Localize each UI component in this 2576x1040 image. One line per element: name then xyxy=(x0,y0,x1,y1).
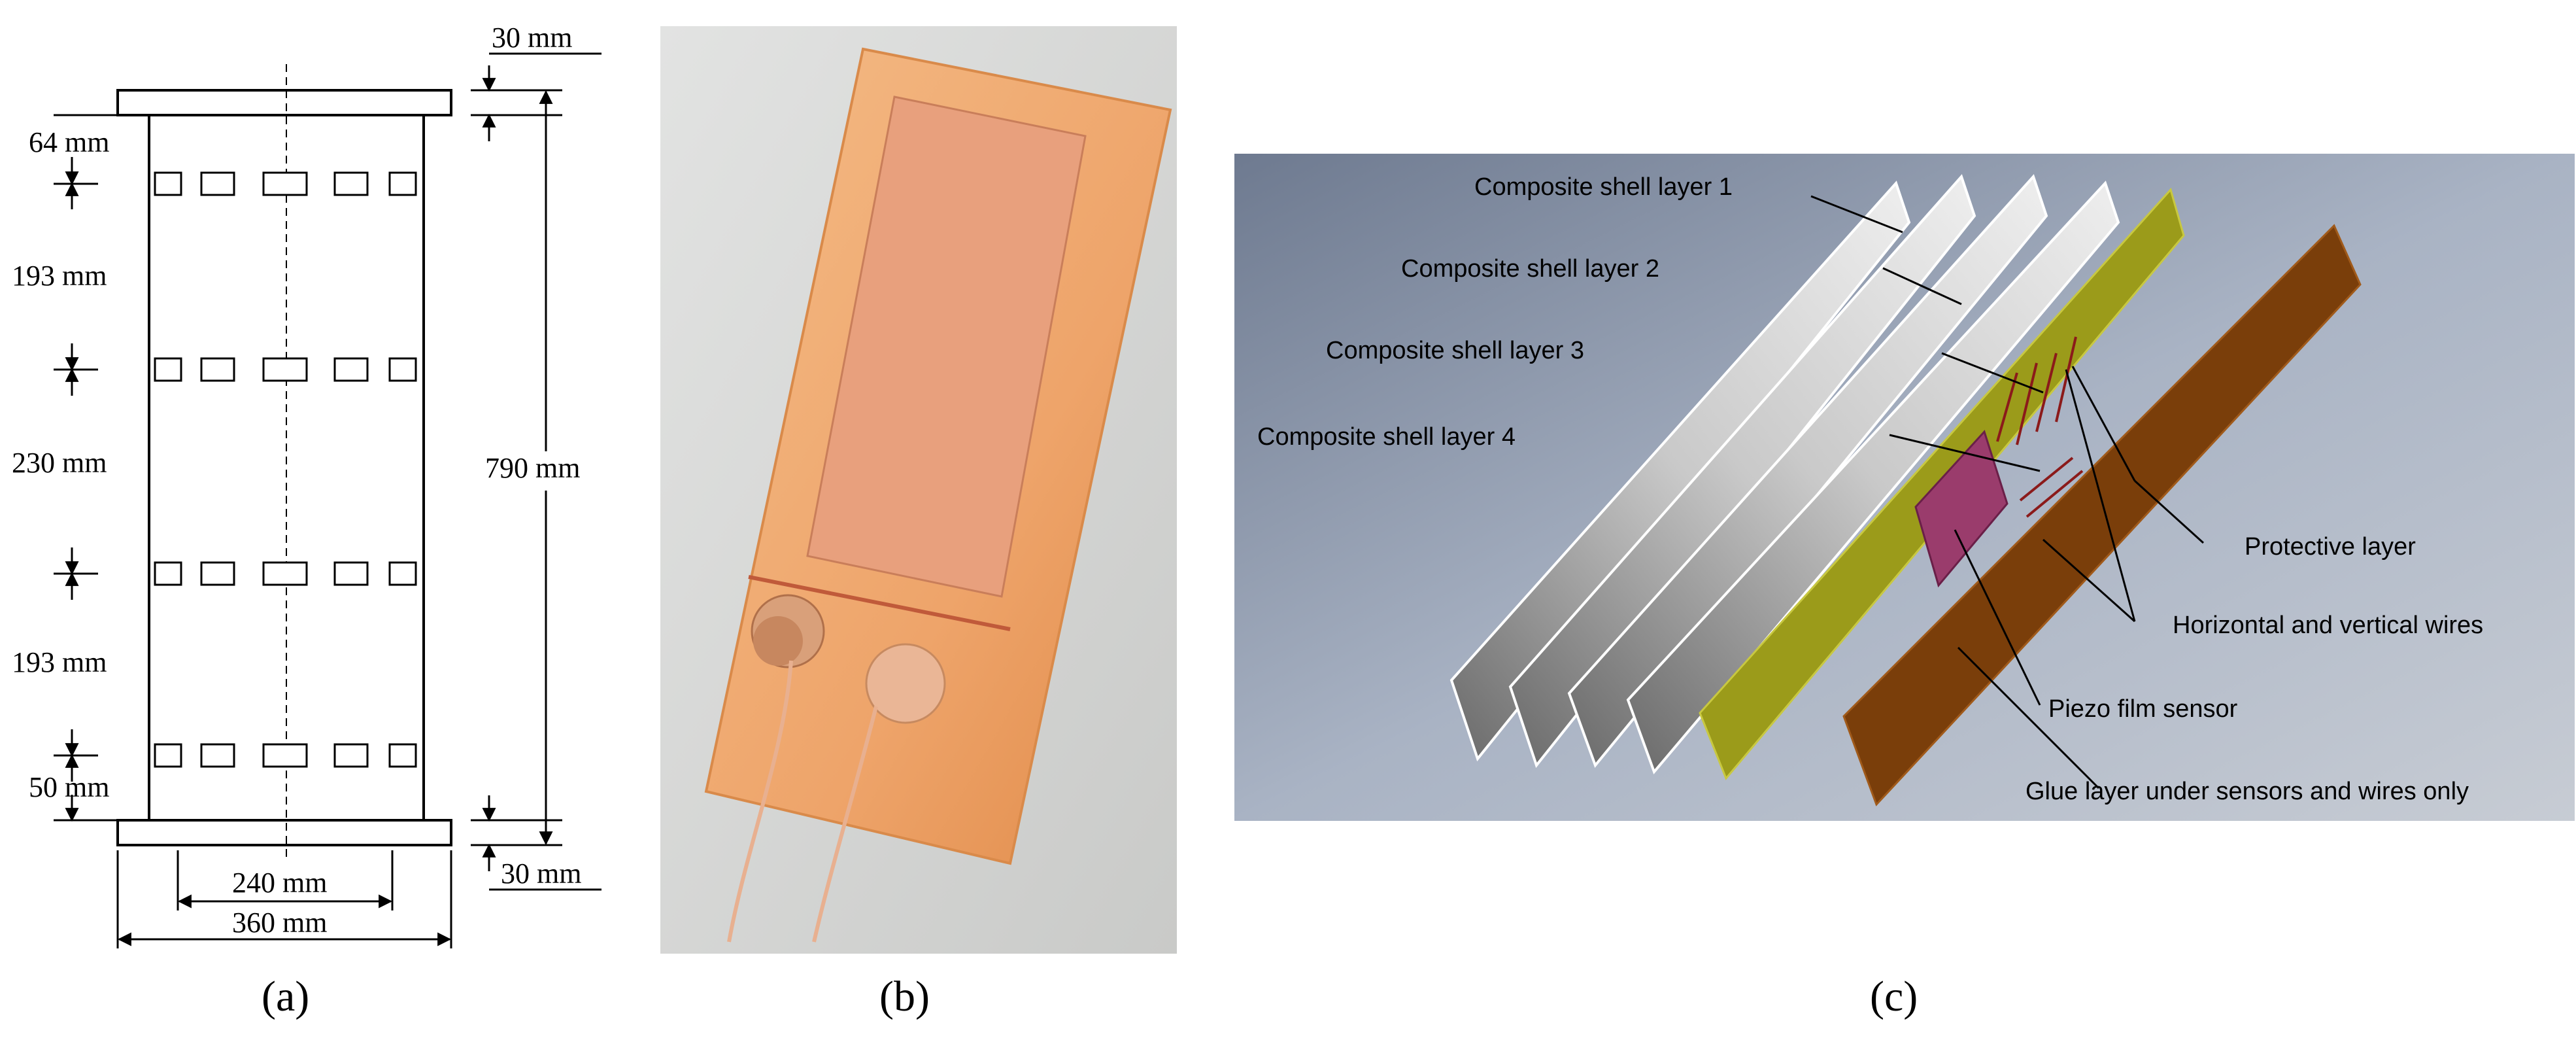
wires xyxy=(1996,336,2084,518)
lead-wire-right xyxy=(812,706,878,943)
shell-layer-3 xyxy=(1567,174,2048,768)
leader-lines xyxy=(1810,195,2205,789)
caption-a: (a) xyxy=(262,973,309,1020)
label-layer-3: Composite shell layer 3 xyxy=(1326,337,1584,364)
sensor-row-2 xyxy=(154,357,417,382)
right-dimension-chain xyxy=(471,52,602,891)
dim-gap-1: 193 mm xyxy=(12,260,107,292)
caption-b: (b) xyxy=(879,973,930,1020)
dim-top-offset: 64 mm xyxy=(29,126,109,158)
shell-layer-2 xyxy=(1508,174,1976,769)
layer-render: Composite shell layer 1 Composite shell … xyxy=(1234,154,2575,1020)
top-cap-plate xyxy=(116,89,452,116)
lead-wire-left xyxy=(727,660,793,943)
drawing-svg: 64 mm 193 mm 230 mm 193 mm 50 mm 30 mm 7… xyxy=(12,22,602,1020)
caption-c: (c) xyxy=(1870,973,1918,1020)
dim-inner-width: 240 mm xyxy=(232,867,327,899)
bottom-cap-plate xyxy=(116,819,452,846)
width-dimensions xyxy=(116,850,452,948)
piezo-element xyxy=(806,95,1087,598)
label-protective: Protective layer xyxy=(2245,533,2416,561)
solder-pad-right xyxy=(865,643,946,724)
panel-c-render: Composite shell layer 1 Composite shell … xyxy=(1229,0,2576,1037)
label-layer-4: Composite shell layer 4 xyxy=(1257,423,1516,451)
piezo-film-sensor xyxy=(1914,430,2008,588)
sensor-row-4 xyxy=(154,743,417,768)
solder-pad-left-inner xyxy=(753,616,803,666)
dim-outer-width: 360 mm xyxy=(232,907,327,939)
label-piezo: Piezo film sensor xyxy=(2048,695,2238,723)
sensor-photo: (b) xyxy=(660,26,1177,1020)
sensor-row-3 xyxy=(154,561,417,586)
dim-bottom-cap: 30 mm xyxy=(501,858,581,890)
panel-a-drawing: 64 mm 193 mm 230 mm 193 mm 50 mm 30 mm 7… xyxy=(0,0,654,1037)
dim-gap-2: 230 mm xyxy=(12,447,107,479)
dim-height: 790 mm xyxy=(485,452,580,484)
label-wires: Horizontal and vertical wires xyxy=(2173,612,2483,639)
shell-layer-1 xyxy=(1449,181,1911,762)
panel-b-photo: (b) xyxy=(660,0,1183,1037)
electrode-strip xyxy=(748,575,1011,631)
sensor-row-1 xyxy=(154,171,417,196)
label-glue: Glue layer under sensors and wires only xyxy=(2025,778,2469,805)
dim-top-cap: 30 mm xyxy=(492,22,572,54)
protective-layer xyxy=(1842,224,2362,806)
label-layer-1: Composite shell layer 1 xyxy=(1474,173,1733,201)
dim-gap-3: 193 mm xyxy=(12,646,107,678)
dim-bottom-offset: 50 mm xyxy=(29,771,109,803)
left-dimension-chain xyxy=(54,114,149,822)
label-layer-2: Composite shell layer 2 xyxy=(1401,255,1659,283)
